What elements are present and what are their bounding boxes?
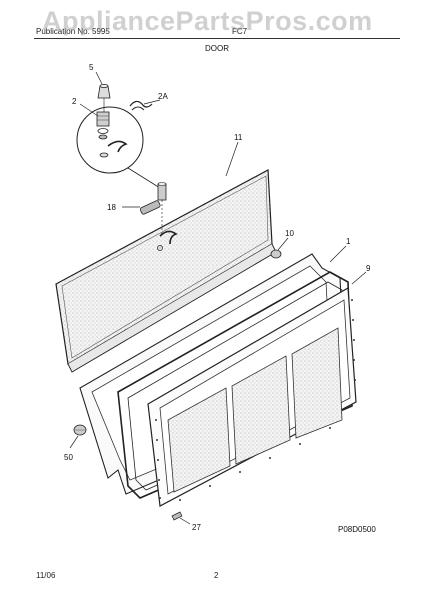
part-2a-clip-shape — [129, 100, 153, 111]
part-10-plug-shape — [270, 249, 282, 259]
model-text: FC7 — [232, 27, 248, 36]
footer-page: 2 — [214, 571, 219, 580]
callout-5: 5 — [89, 63, 94, 72]
callout-leaders — [69, 71, 367, 525]
callout-11: 11 — [234, 133, 243, 142]
part-50-plug-shape — [73, 424, 87, 436]
detail-hinge-parts — [96, 111, 128, 158]
diagram-code: P08D0500 — [338, 525, 376, 534]
section-title: DOOR — [205, 44, 229, 53]
header-rule — [34, 38, 400, 39]
panel-hinge-hardware — [139, 182, 178, 251]
callout-27: 27 — [192, 523, 201, 532]
detail-circle — [76, 106, 161, 189]
inner-door-liner — [147, 286, 357, 507]
watermark-logo: AppliancePartsPros.com — [42, 6, 373, 36]
callout-50: 50 — [64, 453, 73, 462]
callout-9: 9 — [366, 264, 371, 273]
callout-2a: 2A — [158, 92, 168, 101]
part-5-cap-shape — [97, 84, 111, 112]
part-11-outer-panel — [55, 169, 277, 373]
part-27-screw-shape — [171, 511, 183, 521]
callout-2: 2 — [72, 97, 77, 106]
callout-18: 18 — [107, 203, 116, 212]
footer-date: 11/06 — [36, 571, 56, 580]
publication-label: Publication No. 5995 — [36, 27, 110, 36]
callout-10: 10 — [285, 229, 294, 238]
callout-1: 1 — [346, 237, 351, 246]
